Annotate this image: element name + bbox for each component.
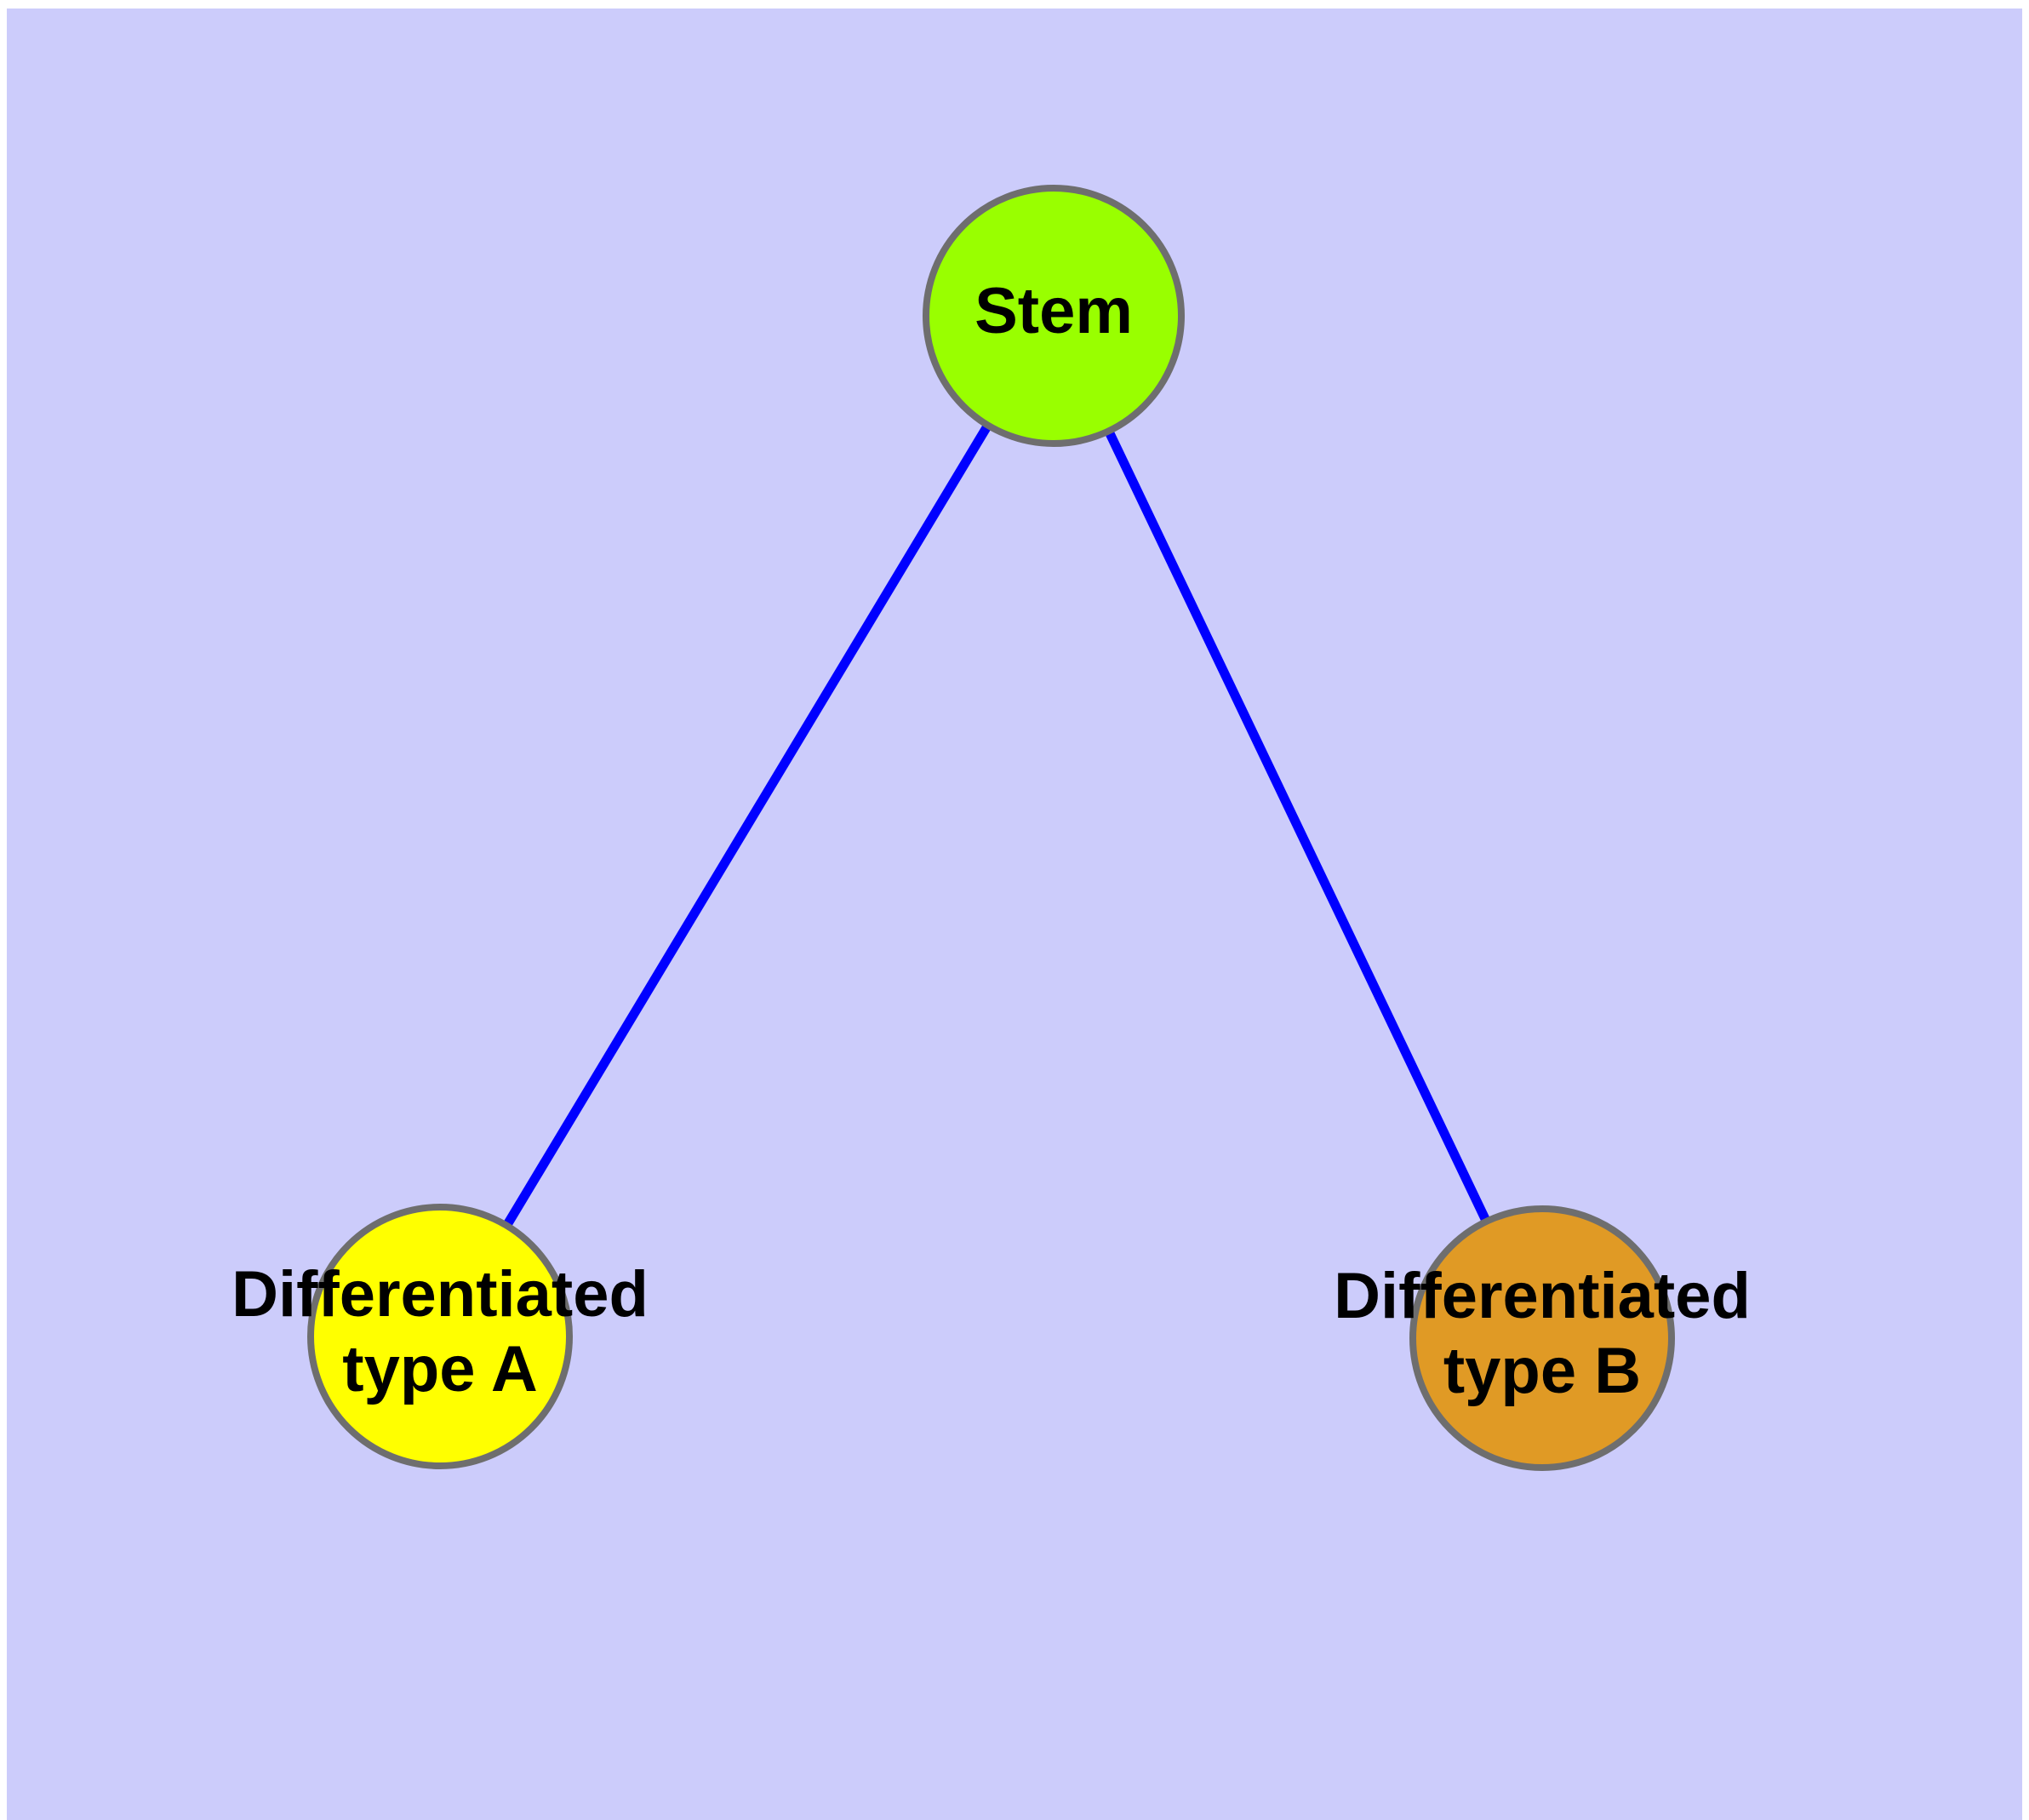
graph-node-diff_a[interactable] xyxy=(307,1204,573,1469)
nodes-layer xyxy=(307,185,1675,1471)
label-line: Differentiated xyxy=(231,1258,649,1331)
graph-edge xyxy=(502,422,992,1228)
label-line: type B xyxy=(1443,1335,1641,1407)
edges-layer xyxy=(502,422,1491,1228)
label-line: Stem xyxy=(974,275,1133,347)
graph-edge xyxy=(1104,428,1491,1224)
graph-node-diff_b[interactable] xyxy=(1409,1205,1675,1471)
label-line: Differentiated xyxy=(1334,1260,1751,1332)
graph-node-label-stem: Stem xyxy=(974,275,1133,347)
label-line: type A xyxy=(342,1333,537,1405)
graph-node-stem[interactable] xyxy=(923,185,1185,447)
